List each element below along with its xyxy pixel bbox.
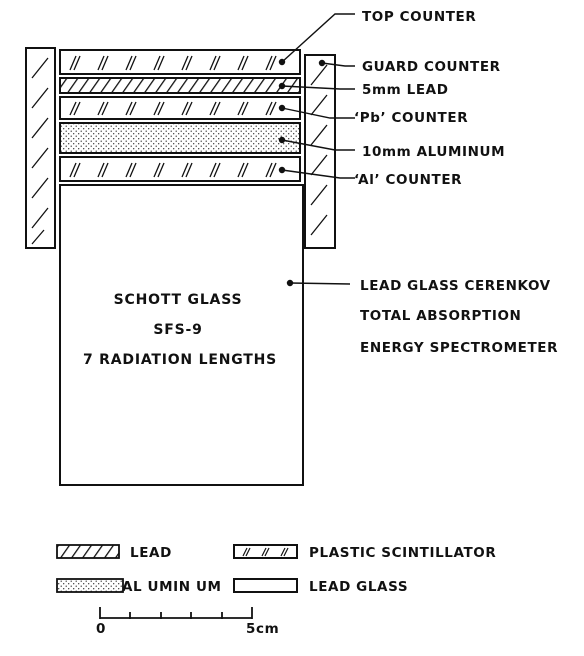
label-spectrometer-line1: LEAD GLASS CERENKOV — [360, 278, 551, 294]
block-text-line1: SCHOTT GLASS — [114, 292, 243, 308]
guard-counter-right — [304, 54, 336, 249]
top-counter — [59, 49, 301, 75]
lead-glass-block — [59, 184, 304, 486]
legend-scintillator-label: PLASTIC SCINTILLATOR — [309, 545, 496, 561]
block-text-line3: 7 RADIATION LENGTHS — [83, 352, 277, 368]
legend-aluminum-swatch — [56, 578, 124, 593]
legend-lead-glass-label: LEAD GLASS — [309, 579, 408, 595]
legend-lead-label: LEAD — [130, 545, 172, 561]
label-pb-counter: ‘Pb’ COUNTER — [354, 110, 468, 126]
label-spectrometer-line2: TOTAL ABSORPTION — [360, 308, 521, 324]
pb-counter — [59, 96, 301, 120]
label-al-counter: ‘Al’ COUNTER — [354, 172, 462, 188]
legend: LEAD PLASTIC SCINTILLATOR AL UMIN UM LEA… — [56, 544, 496, 595]
label-spectrometer-line3: ENERGY SPECTROMETER — [360, 340, 558, 356]
label-top-counter: TOP COUNTER — [362, 9, 476, 25]
legend-scintillator-swatch — [233, 544, 298, 559]
leader-lines — [278, 13, 355, 287]
block-text-line2: SFS-9 — [153, 322, 202, 338]
scale-end-label: 5cm — [246, 621, 279, 637]
label-lead-5mm: 5mm LEAD — [362, 82, 449, 98]
label-aluminum-10mm: 10mm ALUMINUM — [362, 144, 505, 160]
legend-lead-glass-swatch — [233, 578, 298, 593]
scale-start-label: 0 — [96, 621, 106, 637]
scale-bar — [99, 607, 253, 619]
aluminum-layer — [59, 122, 301, 154]
lead-layer — [59, 77, 301, 94]
al-counter — [59, 156, 301, 182]
guard-counter-left — [25, 47, 56, 249]
legend-aluminum-label: AL UMIN UM — [122, 579, 222, 595]
legend-lead-swatch — [56, 544, 120, 559]
label-guard-counter: GUARD COUNTER — [362, 59, 501, 75]
